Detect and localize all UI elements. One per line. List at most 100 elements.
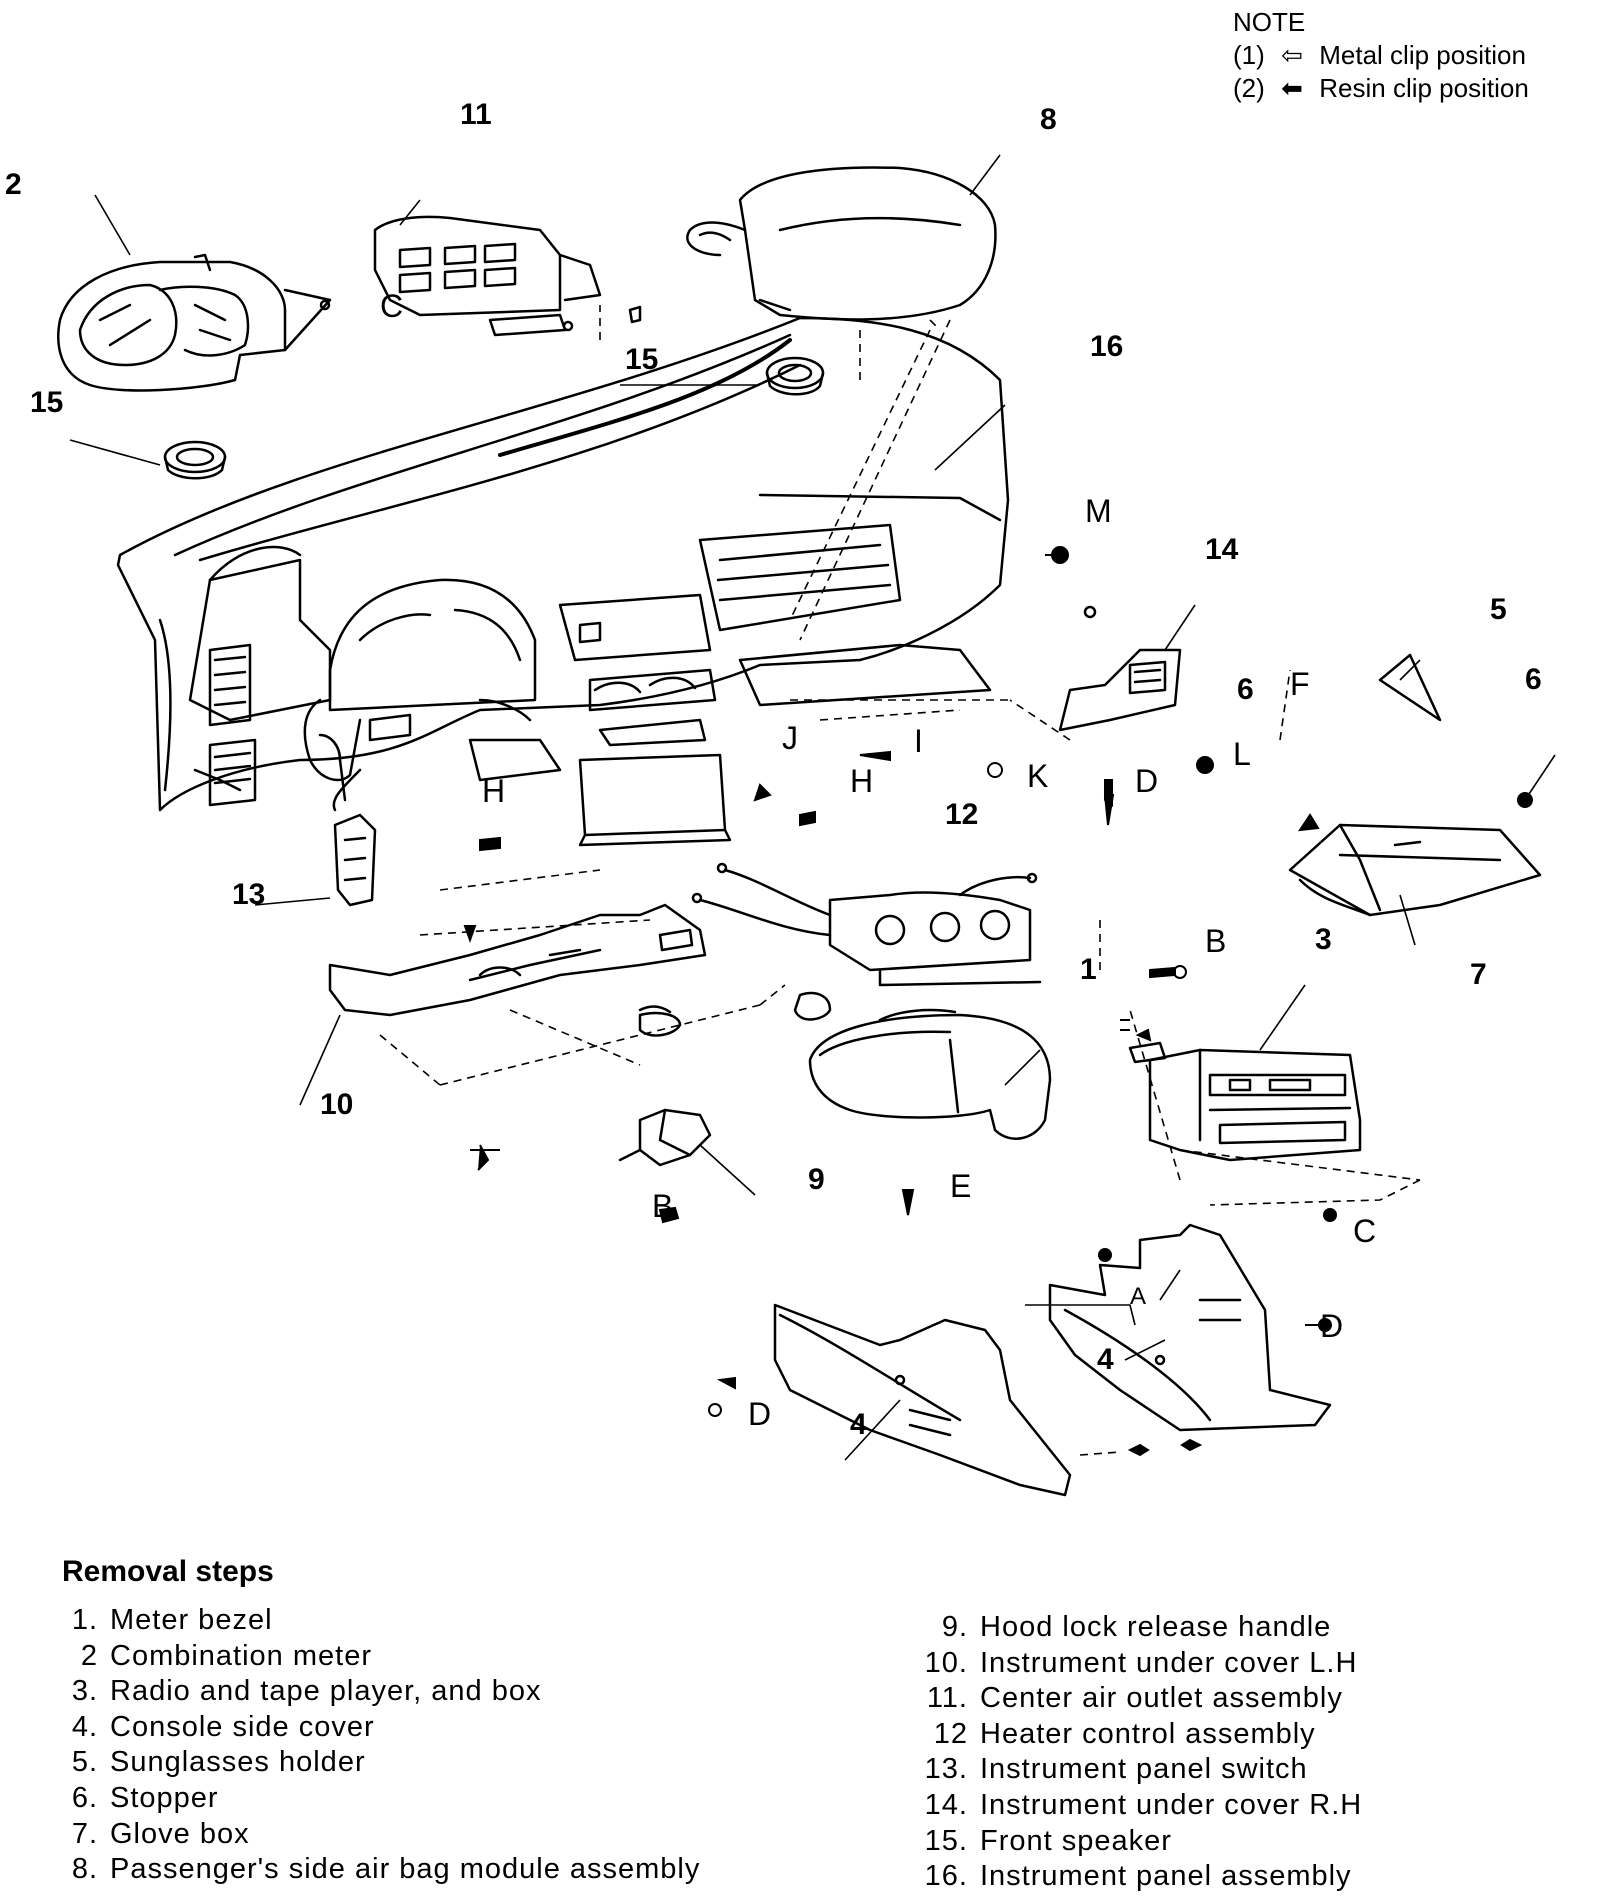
callout-14: 14 [1205,533,1239,566]
fastener-label-D: D [1135,763,1159,799]
step-number: 4. [71,1710,98,1743]
sunglasses-holder [1378,653,1442,722]
step-number: 2 [80,1639,98,1672]
note-block: NOTE (1) ⇦ Metal clip position (2) ⬅ Res… [1233,6,1529,105]
step-text: Instrument panel assembly [980,1860,1352,1893]
step-number: 13. [924,1753,968,1786]
fastener-label-C: C [1353,1213,1377,1249]
fastener-label-B: B [652,1188,674,1224]
callout-3: 3 [1315,923,1332,956]
callout-10: 10 [320,1088,354,1121]
list-item: 5.Sunglasses holder [50,1745,700,1781]
fastener-label-D: D [748,1396,772,1432]
note-item-text: Resin clip position [1319,73,1529,103]
instrument-under-cover-lh [328,903,832,1037]
step-text: Instrument under cover R.H [980,1788,1363,1821]
step-text: Instrument panel switch [980,1753,1308,1786]
note-item-number: (1) [1233,40,1265,70]
step-text: Hood lock release handle [980,1611,1332,1643]
step-number: 10. [924,1646,968,1679]
list-item: 9.Hood lock release handle [920,1610,1362,1646]
step-text: Meter bezel [110,1604,273,1636]
callout-1: 1 [1080,953,1097,986]
fastener-label-M: M [1085,493,1112,529]
note-item-text: Metal clip position [1319,40,1526,70]
fastener-label-H: H [850,763,874,799]
callout-7: 7 [1470,958,1487,991]
note-item-number: (2) [1233,73,1265,103]
list-item: 7.Glove box [50,1817,700,1853]
note-title: NOTE [1233,7,1306,37]
glove-box [1288,823,1542,917]
fastener-label-B: B [1205,923,1227,959]
list-item: 3. Radio and tape player, and box [50,1674,700,1710]
fastener-label-E: E [950,1168,972,1204]
callout-2: 2 [5,168,22,201]
removal-steps-right: 9.Hood lock release handle 10. Instrument… [920,1610,1362,1895]
fastener-label-K: K [1027,758,1049,794]
callout-12: 12 [945,798,979,831]
callout-8: 8 [1040,103,1057,136]
list-item: 6. Stopper [50,1781,700,1817]
callout-13: 13 [232,878,266,911]
callout-15: 15 [625,343,659,376]
callout-6: 6 [1525,663,1542,696]
fastener-label-A: A [1130,1283,1147,1310]
list-item: 12 Heater control assembly [920,1717,1362,1753]
callout-6: 6 [1237,673,1254,706]
removal-steps-left: 1.Meter bezel 2 Combination meter 3. Radio… [50,1603,700,1888]
step-text: Passenger's side air bag module assembly [110,1853,701,1886]
radio-and-box [1128,1041,1362,1162]
step-text: Heater control assembly [980,1717,1316,1750]
fastener-label-C: C [380,288,404,324]
list-item: 4. Console side cover [50,1710,700,1746]
callout-11: 11 [460,98,492,131]
step-number: 14. [924,1788,968,1821]
fastener-label-F: F [1290,666,1310,702]
step-number: 8. [71,1853,98,1886]
step-text: Center air outlet assembly [980,1682,1343,1715]
instrument-panel-assembly [116,316,1010,847]
step-text: Radio and tape player, and box [110,1675,542,1708]
list-item: 16. Instrument panel assembly [920,1859,1362,1895]
step-text: Combination meter [110,1639,372,1672]
fastener-group [463,546,1533,1457]
fastener-label-L: L [1233,736,1251,772]
combination-meter [57,253,332,392]
list-item: 8. Passenger's side air bag module assemb… [50,1852,700,1888]
instrument-panel-switch [333,813,377,907]
list-item: 2 Combination meter [50,1639,700,1675]
step-number: 15. [924,1824,968,1857]
callout-5: 5 [1490,593,1507,626]
fastener-label-H: H [482,773,506,809]
step-text: Instrument under cover L.H [980,1646,1358,1679]
meter-bezel [808,1008,1052,1140]
step-number: 6. [71,1781,98,1814]
fastener-label-J: J [782,720,798,756]
fastener-label-D: D [1320,1308,1344,1344]
console-side-cover-left [773,1303,1072,1497]
list-item: 1.Meter bezel [50,1603,700,1639]
front-speaker-left [163,440,227,480]
step-text: Console side cover [110,1710,375,1743]
step-number: 16. [924,1860,968,1893]
hollow-arrow-icon: ⇦ [1281,40,1303,70]
heater-control-assembly [691,862,1042,987]
step-number: 7. [71,1817,98,1850]
callout-9: 9 [808,1163,825,1196]
solid-arrow-icon: ⬅ [1281,73,1303,103]
list-item: 10. Instrument under cover L.H [920,1646,1362,1682]
step-number: 11. [926,1682,968,1715]
center-air-outlet-assembly [373,215,642,337]
list-item: 11. Center air outlet assembly [920,1681,1362,1717]
instrument-under-cover-rh [1058,605,1182,732]
step-text: Sunglasses holder [110,1746,366,1779]
hood-lock-release-handle [618,1108,712,1167]
callout-16: 16 [1090,330,1124,363]
callout-15: 15 [30,386,64,419]
step-number: 12 [933,1717,968,1750]
callout-4: 4 [1097,1343,1114,1376]
step-text: Stopper [110,1781,219,1814]
step-number: 3. [71,1675,98,1708]
